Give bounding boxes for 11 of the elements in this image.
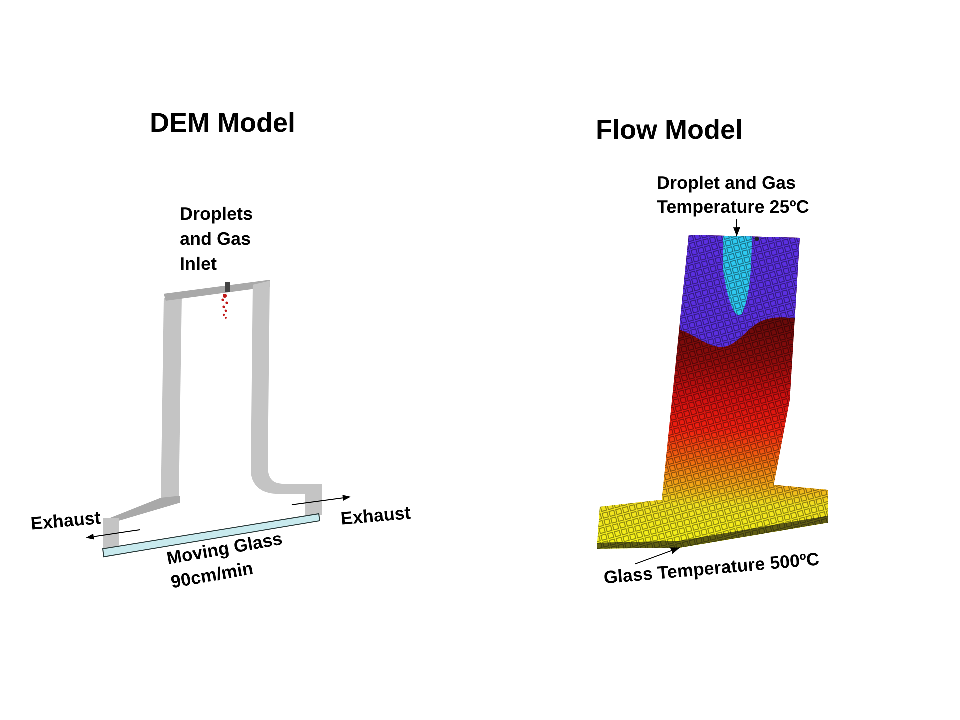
annotation-text: Exhaust <box>340 502 412 530</box>
annotation-text: Exhaust <box>30 506 102 535</box>
callout-text: Droplet and Gas Temperature 25ºC <box>657 171 827 219</box>
arrow <box>733 218 740 238</box>
panel-heading: DEM Model <box>150 108 296 139</box>
annotation-text: Moving Glass 90cm/min <box>165 528 286 594</box>
mesh-model-illustration <box>595 235 831 551</box>
callout-text: Glass Temperature 500ºC <box>603 548 820 589</box>
annotation-text: Droplets and Gas Inlet <box>180 203 254 276</box>
leader-line <box>634 547 680 565</box>
panel-heading: Flow Model <box>596 115 743 146</box>
